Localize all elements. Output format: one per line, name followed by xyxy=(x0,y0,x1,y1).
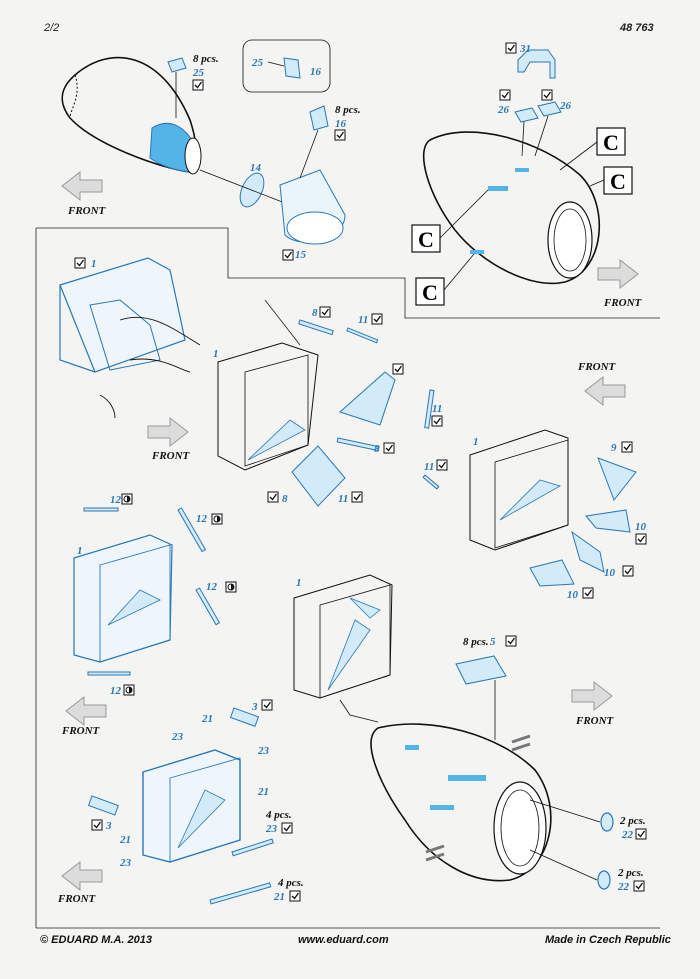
part-number: 22 xyxy=(617,881,630,893)
part-number: 15 xyxy=(295,249,307,261)
qty-label: 2 pcs. xyxy=(619,815,646,827)
part-number: 26 xyxy=(559,100,572,112)
qty-label: 4 pcs. xyxy=(277,877,304,889)
part-number: 12 xyxy=(196,513,208,525)
origin: Made in Czech Republic xyxy=(545,934,671,946)
c-marker: C xyxy=(418,227,434,252)
part-number: 25 xyxy=(192,67,205,79)
c-marker: C xyxy=(610,169,626,194)
part-number: 10 xyxy=(604,567,616,579)
section-dividers xyxy=(35,227,660,929)
part-number: 31 xyxy=(519,43,531,55)
part-number: 16 xyxy=(310,66,322,78)
front-label: FRONT xyxy=(61,725,101,737)
part-number: 1 xyxy=(213,348,219,360)
part-number: 8 xyxy=(312,307,318,319)
part-number: 25 xyxy=(251,57,264,69)
part-number: 5 xyxy=(490,636,496,648)
part-number: 9 xyxy=(611,442,617,454)
part-number: 12 xyxy=(110,685,122,697)
part-number: 8 xyxy=(282,493,288,505)
part-number: 1 xyxy=(77,545,83,557)
part-number: 1 xyxy=(91,258,97,270)
part-number: 11 xyxy=(432,403,442,415)
part-number: 21 xyxy=(201,713,213,725)
part-number: 12 xyxy=(206,581,218,593)
part-number: 23 xyxy=(119,857,132,869)
qty-label: 2 pcs. xyxy=(617,867,644,879)
copyright: © EDUARD M.A. 2013 xyxy=(40,934,153,946)
front-label: FRONT xyxy=(575,715,615,727)
c-marker: C xyxy=(422,280,438,305)
part-number: 1 xyxy=(296,577,302,589)
part-number: 3 xyxy=(251,701,258,713)
frame-left-upper: 1 FRONT xyxy=(59,257,201,462)
qty-label: 8 pcs. xyxy=(193,53,219,65)
c-marker: C xyxy=(603,130,619,155)
kit-code: 48 763 xyxy=(620,22,654,34)
frame-center-upper: 1 8 11 11 8 8 11 11 xyxy=(213,299,448,507)
part-number: 11 xyxy=(358,314,368,326)
page-number: 2/2 xyxy=(44,22,60,34)
front-label: FRONT xyxy=(67,205,107,217)
part-number: 14 xyxy=(250,162,262,174)
part-number: 21 xyxy=(119,834,131,846)
frame-right-upper: 1 9 10 10 10 FRONT xyxy=(469,361,647,601)
front-label: FRONT xyxy=(151,450,191,462)
part-number: 23 xyxy=(171,731,184,743)
part-number: 3 xyxy=(105,820,112,832)
part-number: 10 xyxy=(567,589,579,601)
part-number: 26 xyxy=(497,104,510,116)
part-number: 23 xyxy=(265,823,278,835)
part-number: 21 xyxy=(273,891,285,903)
part-number: 11 xyxy=(424,461,434,473)
qty-label: 4 pcs. xyxy=(265,809,292,821)
qty-label: 8 pcs. xyxy=(463,636,489,648)
part-number: 11 xyxy=(338,493,348,505)
website: www.eduard.com xyxy=(298,934,389,946)
bottom-right-tank: 2 pcs. 22 2 pcs. 22 xyxy=(370,723,647,893)
top-left-tank: 8 pcs. 25 14 15 8 pcs. 16 25 16 FRONT xyxy=(61,39,361,261)
part-number: 21 xyxy=(257,786,269,798)
part-number: 10 xyxy=(635,521,647,533)
part-number: 12 xyxy=(110,494,122,506)
frame-left-lower: 3 21 23 23 21 3 21 23 4 pcs. 23 4 pcs. 2… xyxy=(57,699,304,905)
top-right-tank: 31 26 26 C C C C FRONT xyxy=(411,42,643,309)
part-number: 23 xyxy=(257,745,270,757)
front-label: FRONT xyxy=(577,361,617,373)
part-number: 16 xyxy=(335,118,347,130)
qty-label: 8 pcs. xyxy=(335,104,361,116)
front-label: FRONT xyxy=(57,893,97,905)
front-label: FRONT xyxy=(603,297,643,309)
part-number: 1 xyxy=(473,436,479,448)
part-number: 8 xyxy=(374,443,380,455)
frame-center-middle: 1 8 pcs. 5 FRONT xyxy=(293,574,615,740)
part-number: 22 xyxy=(621,829,634,841)
frame-left-middle: 12 1 12 12 12 FRONT xyxy=(61,493,237,737)
